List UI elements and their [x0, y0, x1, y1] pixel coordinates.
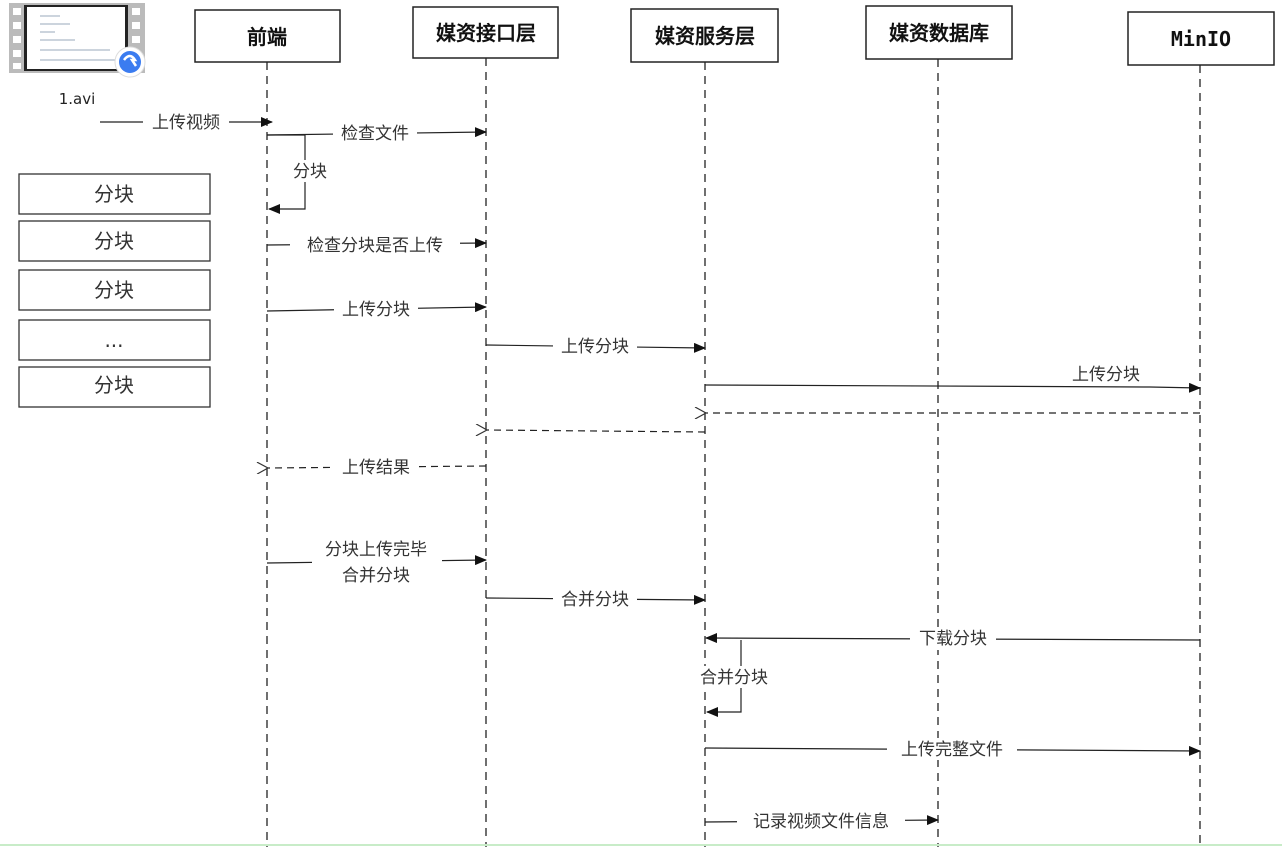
actor-media-service-layer: 媒资服务层 [630, 8, 779, 63]
msg-merge-self: 合并分块 [700, 668, 768, 688]
message-arrows [100, 117, 1201, 826]
svg-text:媒资服务层: 媒资服务层 [655, 24, 755, 48]
msg-split: 分块 [293, 162, 327, 182]
msg-upload-chunk: 上传分块 [561, 337, 629, 357]
msg-check-chunk: 检查分块是否上传 [307, 236, 443, 256]
actor-media-database: 媒资数据库 [865, 5, 1013, 60]
msg-merge-chunks: 合并分块 [561, 590, 629, 610]
actor-media-api-layer: 媒资接口层 [412, 6, 559, 59]
msg-upload-full-file: 上传完整文件 [901, 740, 1003, 760]
chunk-list [18, 173, 211, 408]
chunk-box: 分块 [94, 229, 134, 253]
msg-check-file: 检查文件 [341, 124, 409, 144]
msg-upload-video: 上传视频 [152, 113, 220, 133]
chunk-box: 分块 [94, 373, 134, 397]
svg-text:前端: 前端 [247, 25, 287, 49]
msg-download-chunks: 下载分块 [919, 629, 987, 649]
chunk-box: 分块 [94, 278, 134, 302]
msg-chunks-done-merge: 合并分块 [342, 566, 410, 586]
chunk-box: 分块 [94, 182, 134, 206]
msg-chunks-done: 分块上传完毕 [325, 540, 427, 560]
msg-upload-chunk: 上传分块 [1072, 365, 1140, 385]
file-name: 1.avi [59, 90, 96, 108]
actor-minio: MinIO [1127, 11, 1275, 66]
actor-frontend: 前端 [194, 9, 341, 63]
msg-record-info: 记录视频文件信息 [753, 812, 889, 832]
video-file-icon[interactable] [9, 3, 146, 78]
msg-upload-result: 上传结果 [342, 458, 410, 478]
lifelines [266, 58, 1201, 847]
svg-text:媒资接口层: 媒资接口层 [436, 21, 536, 45]
svg-text:MinIO: MinIO [1171, 27, 1231, 51]
chunk-box-ellipsis: ... [104, 328, 123, 352]
msg-upload-chunk: 上传分块 [342, 300, 410, 320]
svg-text:媒资数据库: 媒资数据库 [889, 21, 989, 45]
